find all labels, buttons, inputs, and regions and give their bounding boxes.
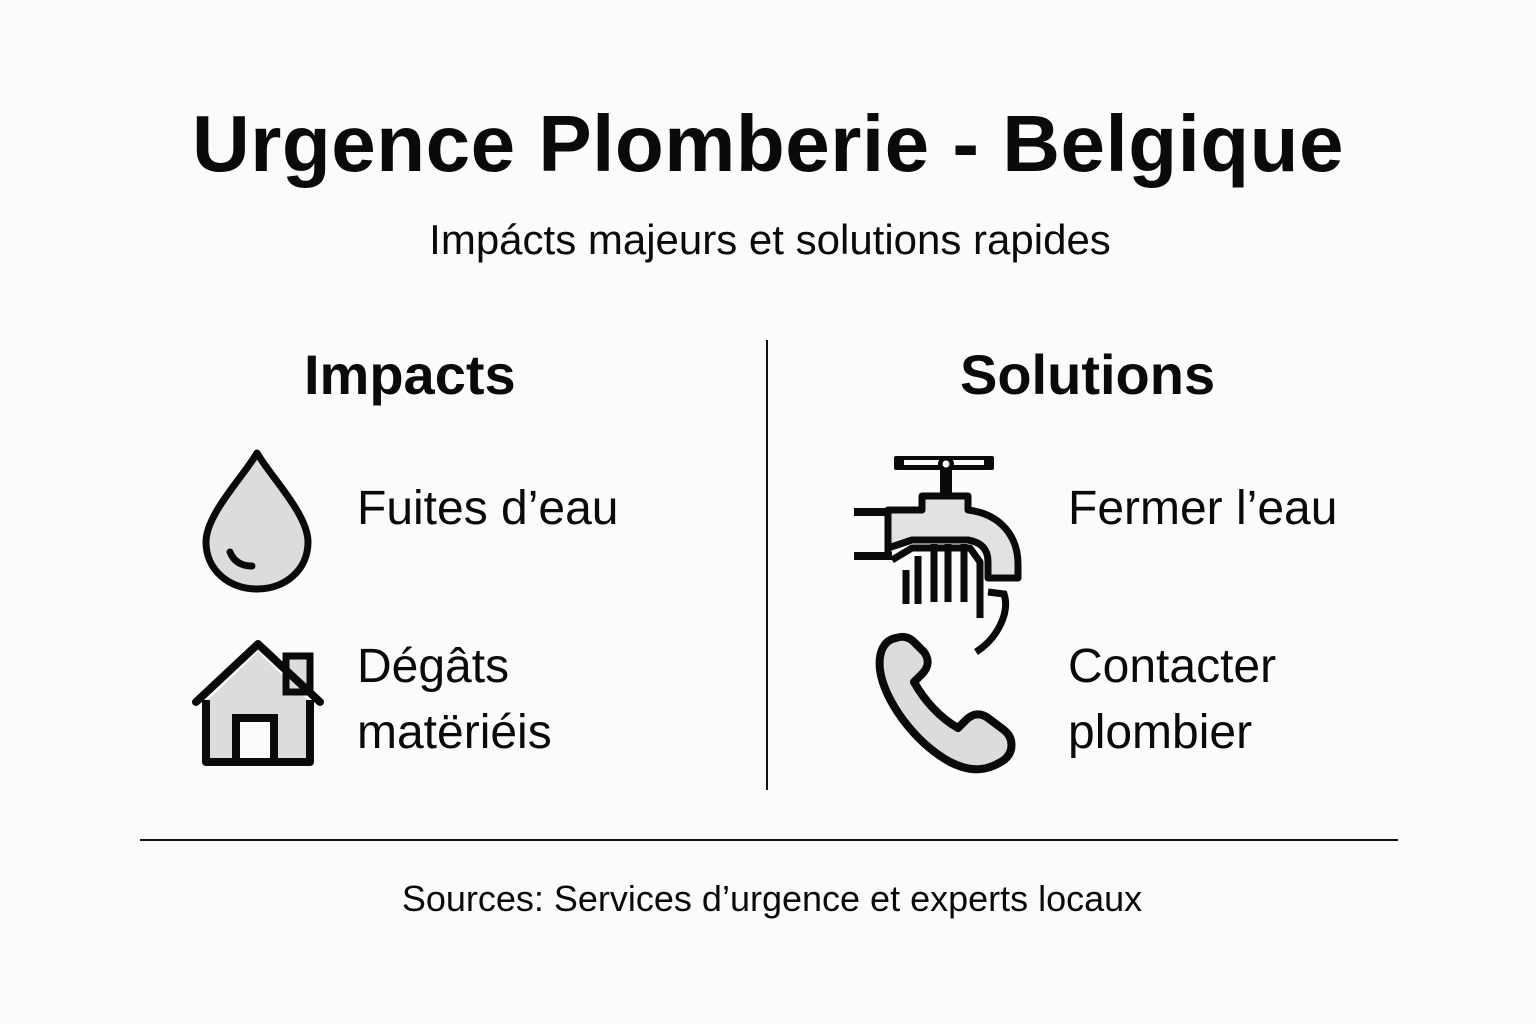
faucet-icon [852,452,1032,662]
column-divider [766,340,768,790]
water-drop-icon [200,448,314,594]
solution-item-shut-water: Fermer l’eau [1068,476,1337,542]
solutions-heading: Solutions [960,343,1216,406]
house-icon [190,636,326,770]
impact-label-line: Dégâts [357,640,510,693]
sources-note: Sources: Services d’urgence et experts l… [401,878,1143,919]
impact-label-line: Fuites d’eau [357,482,619,535]
page-subtitle: Impácts majeurs et solutions rapides [429,216,1111,263]
phone-icon [874,630,1016,774]
solution-label-line: Fermer l’eau [1068,482,1338,535]
solution-label-line: Contacter [1068,640,1277,693]
footer-divider [140,839,1398,841]
impact-item-material-damage: Dégâts matëriéis [357,634,552,766]
impacts-heading: Impacts [304,343,516,406]
solution-item-contact-plumber: Contacter plombier [1068,634,1276,766]
impact-item-water-leaks: Fuites d’eau [357,476,619,542]
page-title: Urgence Plomberie - Belgique [191,99,1345,188]
solution-label-line: plombier [1068,706,1253,759]
impact-label-line: matëriéis [357,706,552,759]
